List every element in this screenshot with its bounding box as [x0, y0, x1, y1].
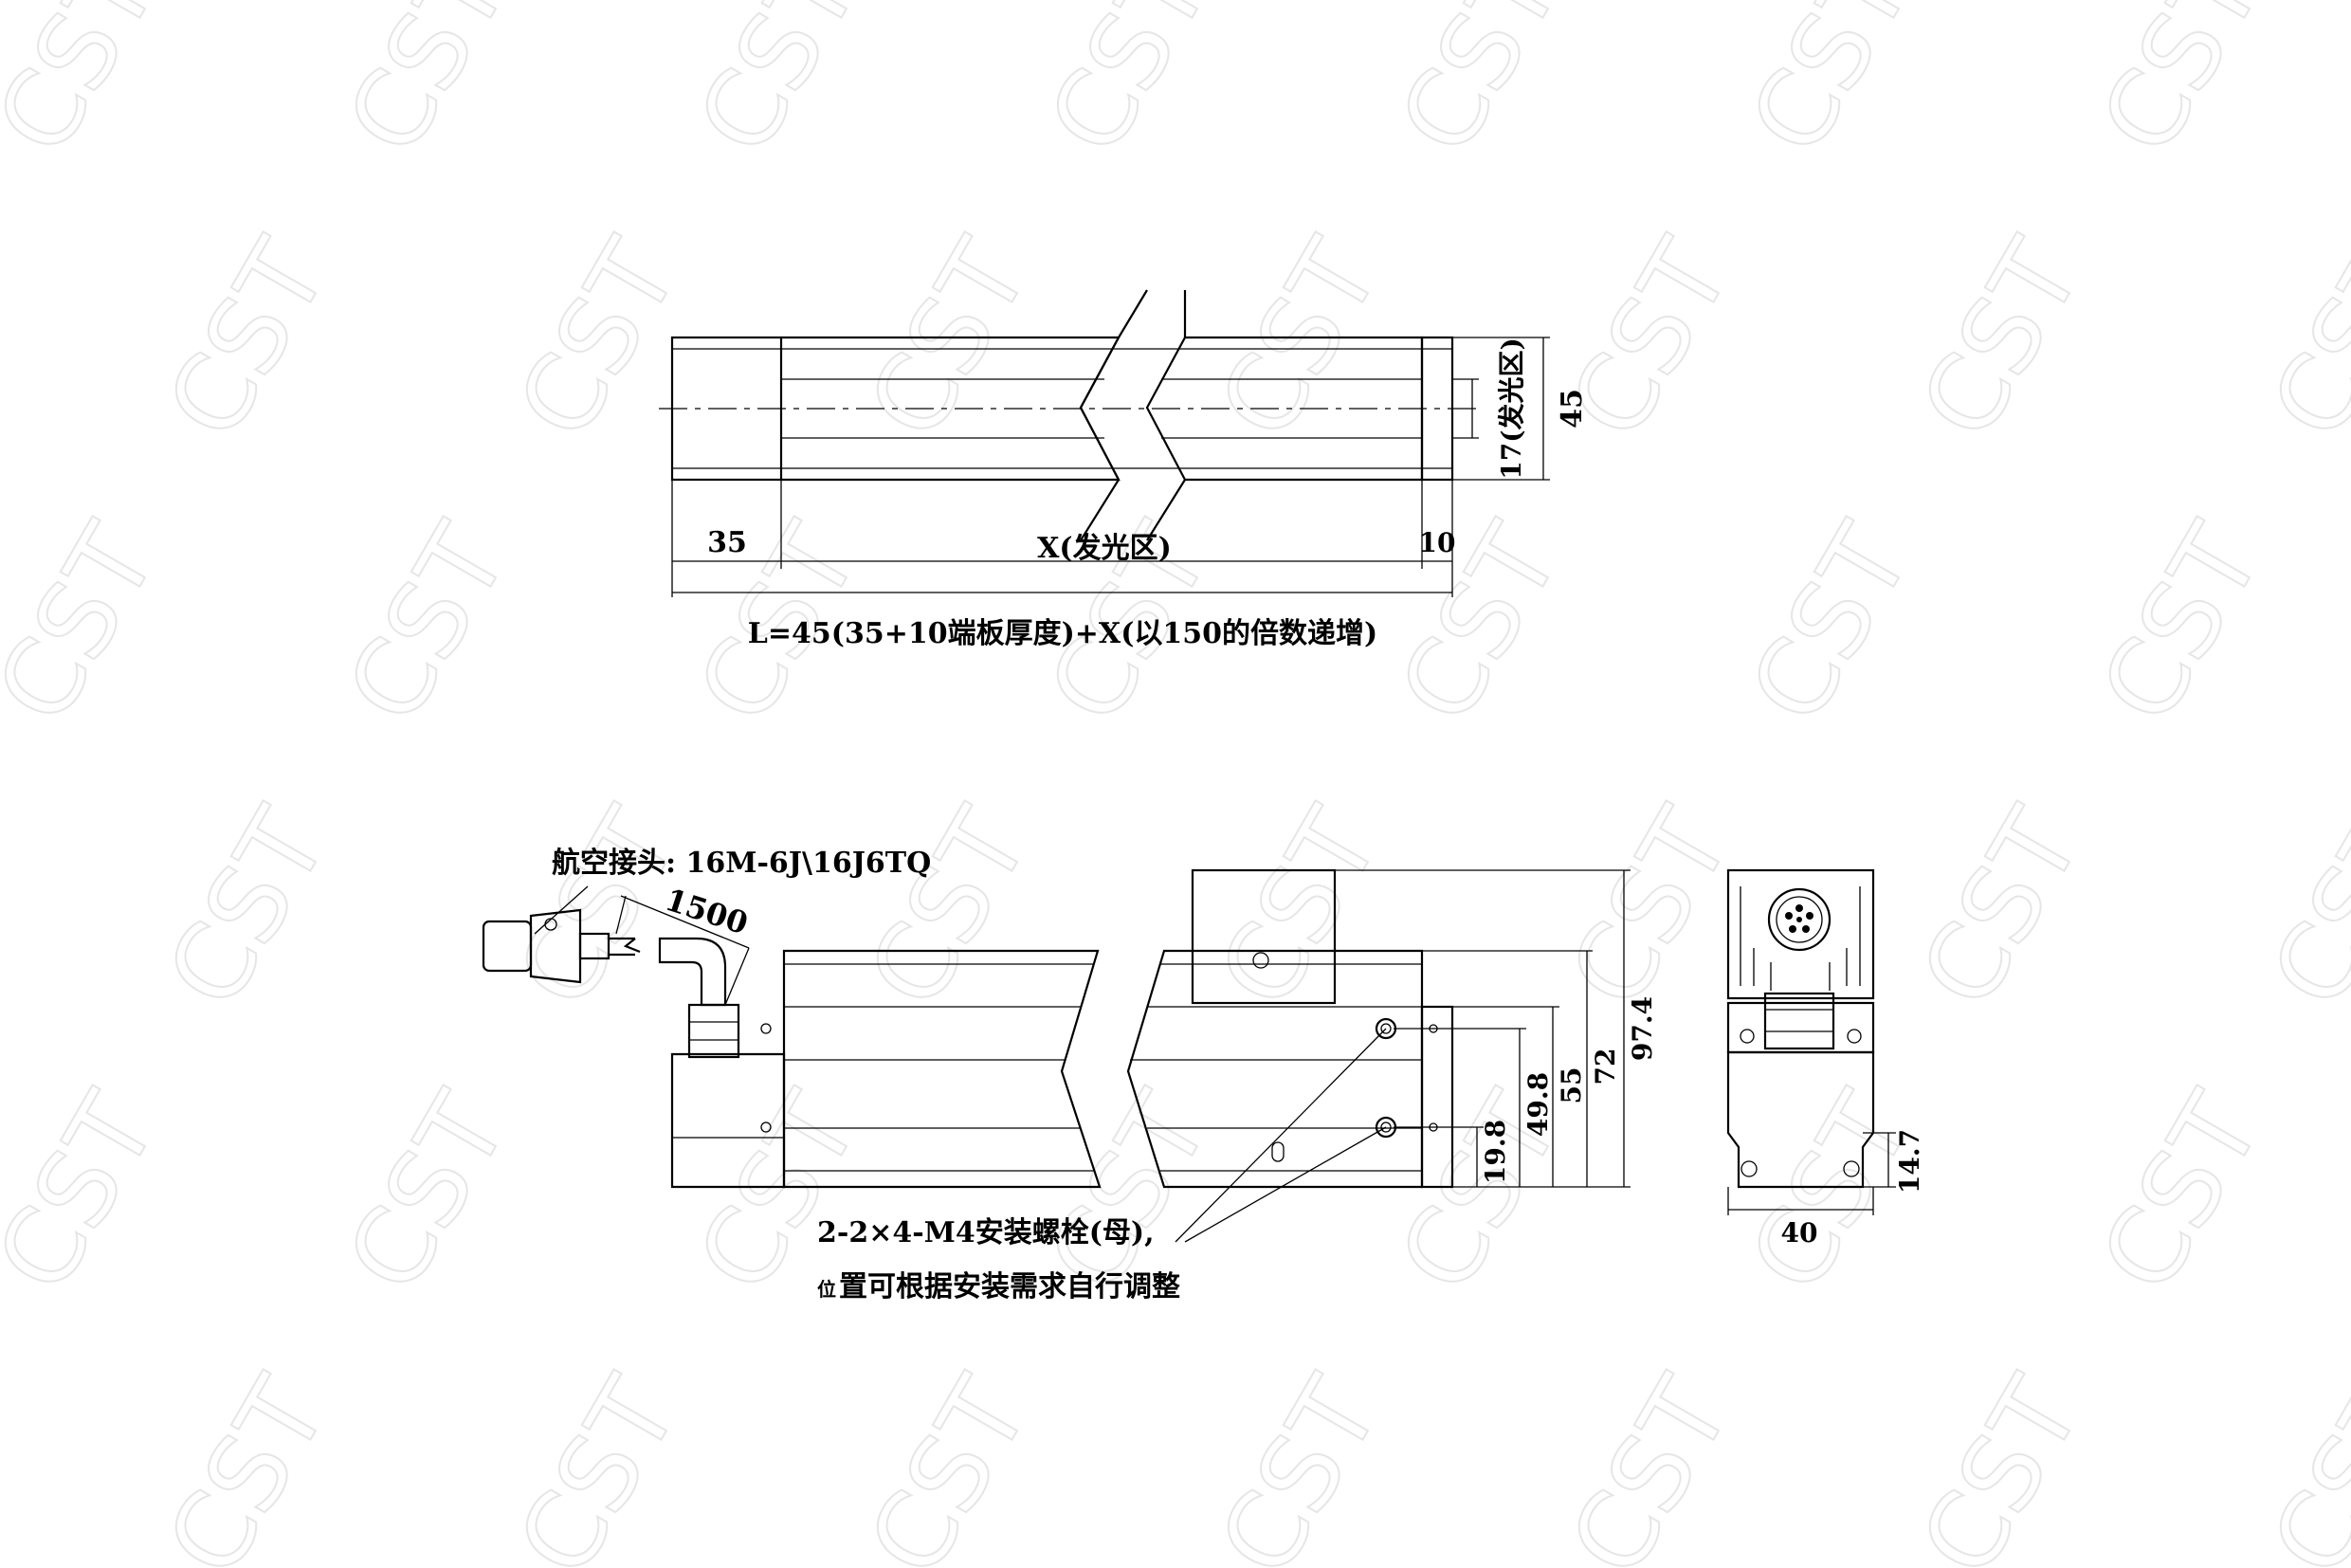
bolt-note-prefix: 位	[817, 1278, 836, 1301]
dim-10-label: 10	[1419, 527, 1456, 558]
connector-body	[529, 908, 582, 984]
pin-3	[1806, 912, 1813, 920]
watermark-text: CST	[2078, 0, 2285, 173]
watermark-text: CST	[0, 1074, 180, 1311]
end-connector-socket	[1767, 887, 1832, 952]
connector-sleeve	[578, 932, 611, 960]
dim-ext-1500-a	[615, 895, 627, 935]
watermark-text: CST	[2249, 221, 2351, 458]
top-view: 35 X(发光区) 10 L=45(35+10端板厚度)+X(以150的倍数递增…	[659, 289, 1589, 650]
dim-72-label: 72	[1590, 1048, 1621, 1085]
pin-6	[1796, 917, 1802, 922]
watermark-text: CST	[1196, 790, 1403, 1027]
watermark-text: CST	[1727, 0, 1934, 173]
connector-leader	[534, 885, 589, 935]
watermark-text: CST	[846, 1358, 1052, 1568]
side-left-cap-screw-1	[760, 1121, 772, 1133]
watermark-text: CST	[1376, 505, 1583, 742]
mount-bolt-lower-inner	[1380, 1121, 1392, 1133]
cable-length-label: 1500	[661, 882, 752, 942]
watermark-text: CST	[2249, 1358, 2351, 1568]
top-break-right	[1145, 337, 1186, 481]
dim-17-label: 17(发光区)	[1496, 337, 1527, 479]
dim-55-label: 55	[1556, 1067, 1587, 1104]
bolt-leader-2	[1184, 1126, 1387, 1243]
watermark-text: CST	[495, 1358, 702, 1568]
watermark-text: CST	[846, 221, 1052, 458]
watermark-text: CST	[1727, 505, 1934, 742]
driver-box-screw	[1252, 952, 1269, 969]
top-break-ext-4	[1146, 479, 1186, 541]
pin-4	[1789, 925, 1796, 933]
pin-5	[1802, 925, 1810, 933]
side-slot	[1271, 1141, 1285, 1162]
watermark-text: CST	[0, 0, 180, 173]
side-profile-left	[782, 949, 1102, 1189]
connector-label: 航空接头: 16M-6J\16J6TQ	[552, 847, 931, 880]
top-break-left	[1079, 337, 1120, 481]
end-gland	[1763, 992, 1835, 1050]
watermark-text: CST	[1898, 221, 2105, 458]
length-formula: L=45(35+10端板厚度)+X(以150的倍数递增)	[748, 617, 1377, 650]
watermark-text: CST	[144, 221, 351, 458]
dim-line-1500	[620, 895, 750, 949]
watermark-text: CST	[1026, 0, 1232, 173]
end-connector-inner	[1776, 896, 1823, 943]
watermark-text: CST	[324, 505, 531, 742]
elbow-fitting	[658, 937, 727, 1007]
top-break-ext-1	[1118, 289, 1148, 338]
watermark-text: CST	[1376, 0, 1583, 173]
watermark-text: CST	[675, 0, 882, 173]
watermark-text: CST	[324, 1074, 531, 1311]
watermark-text: CST	[1547, 1358, 1754, 1568]
watermark-text: CST	[2078, 505, 2285, 742]
end-top-housing	[1726, 868, 1875, 1000]
watermark-text: CST	[1547, 790, 1754, 1027]
bolt-note-rest: 置可根据安装需求自行调整	[839, 1270, 1180, 1304]
watermark-text: CST	[1196, 1358, 1403, 1568]
end-flange	[1726, 1001, 1875, 1054]
watermark-text: CST	[1898, 790, 2105, 1027]
mount-bolt-upper-inner	[1380, 1023, 1392, 1034]
pin-1	[1795, 904, 1803, 912]
side-left-cap-screw-2	[760, 1023, 772, 1034]
cable-break	[623, 938, 641, 954]
dim-45-label: 45	[1556, 389, 1589, 428]
dim-40-label: 40	[1781, 1217, 1818, 1249]
bolt-note: 2-2×4-M4安装螺栓(母),	[817, 1216, 1155, 1249]
dim-49-8-label: 49.8	[1522, 1072, 1554, 1137]
cable-gland	[687, 1003, 740, 1059]
dim-97-4-label: 97.4	[1627, 996, 1658, 1061]
dim-35-label: 35	[707, 526, 747, 559]
end-flange-screw-right	[1847, 1029, 1862, 1044]
top-break-ext-3	[1080, 479, 1120, 541]
dim-14-7-label: 14.7	[1894, 1129, 1925, 1194]
end-body-screw-right	[1843, 1160, 1860, 1177]
watermark-text: CST	[324, 0, 531, 173]
dim-x-label: X(发光区)	[1037, 532, 1172, 565]
watermark-text: CST	[0, 505, 180, 742]
end-view: 40 14.7	[1726, 868, 1925, 1249]
watermark-text: CST	[2078, 1074, 2285, 1311]
dim-19-8-label: 19.8	[1480, 1120, 1511, 1184]
dim-ext-1500-b	[724, 947, 750, 1006]
end-body-screw-left	[1740, 1160, 1758, 1177]
bolt-leader-1	[1175, 1028, 1387, 1243]
end-flange-screw-left	[1740, 1029, 1755, 1044]
watermark-text: CST	[1196, 221, 1403, 458]
watermark-text: CST	[495, 221, 702, 458]
end-fins	[1740, 886, 1861, 991]
watermark-text: CST	[144, 1358, 351, 1568]
watermark-text: CST	[2249, 790, 2351, 1027]
driver-box	[1191, 868, 1337, 1005]
watermark-text: CST	[144, 790, 351, 1027]
watermark-text: CST	[846, 790, 1052, 1027]
pin-2	[1785, 912, 1793, 920]
watermark-text: CST	[1898, 1358, 2105, 1568]
